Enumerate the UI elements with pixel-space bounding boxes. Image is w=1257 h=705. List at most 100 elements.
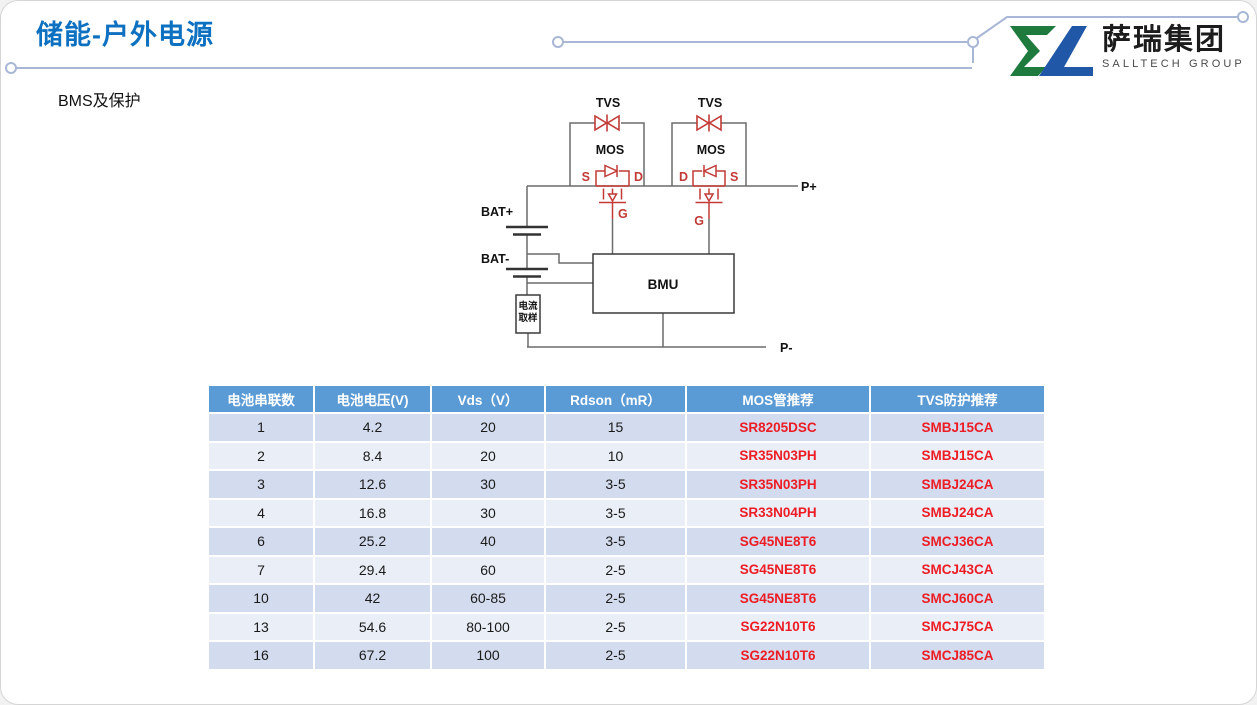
table-cell: 3 [209, 471, 313, 498]
section-subtitle: BMS及保护 [58, 93, 141, 110]
table-cell: 100 [432, 642, 544, 669]
table-cell: 15 [546, 414, 685, 441]
table-cell: 2-5 [546, 642, 685, 669]
p-minus-label: P- [780, 341, 793, 355]
mos-part-cell: SR35N03PH [687, 471, 869, 498]
mos-part-cell: SR35N03PH [687, 442, 869, 469]
table-cell: 10 [546, 442, 685, 469]
company-logo: 萨瑞集团 SALLTECH GROUP [1009, 25, 1245, 77]
table-row: 3 12.6 30 3-5 SR35N03PH SMBJ24CA [209, 471, 1044, 498]
logo-mark-icon [1010, 26, 1093, 76]
mos-part-cell: SG22N10T6 [687, 642, 869, 669]
logo-name-en: SALLTECH GROUP [1102, 58, 1245, 71]
table-cell: 60-85 [432, 585, 544, 612]
p-plus-label: P+ [801, 180, 817, 194]
logo-blue-bar [1056, 67, 1093, 76]
tvs-part-cell: SMBJ15CA [871, 414, 1044, 441]
tvs-part-cell: SMCJ75CA [871, 613, 1044, 640]
tvs-part-cell: SMCJ85CA [871, 642, 1044, 669]
d-pin-label: D [634, 170, 643, 184]
tvs-part-cell: SMBJ24CA [871, 471, 1044, 498]
mosfet-icon [595, 164, 726, 219]
table-cell: 60 [432, 556, 544, 583]
table-cell: 3-5 [546, 528, 685, 555]
table-cell: 54.6 [315, 613, 430, 640]
table-cell: 4.2 [315, 414, 430, 441]
mos-part-cell: SG22N10T6 [687, 613, 869, 640]
table-cell: 80-100 [432, 613, 544, 640]
table-row: 1 4.2 20 15 SR8205DSC SMBJ15CA [209, 414, 1044, 441]
tvs-label: TVS [596, 96, 620, 110]
table-cell: 16 [209, 642, 313, 669]
battery-symbol [506, 225, 548, 278]
mosfet-pin-labels: S D G D S G [582, 170, 739, 228]
s-pin-label: S [730, 170, 738, 184]
d-pin-label: D [679, 170, 688, 184]
table-cell: 25.2 [315, 528, 430, 555]
table-header-cell: Vds（V） [432, 386, 544, 412]
table-cell: 2-5 [546, 556, 685, 583]
page-title: 储能-户外电源 [36, 20, 214, 50]
table-cell: 3-5 [546, 471, 685, 498]
s-pin-label: S [582, 170, 590, 184]
table-header-row: 电池串联数 电池电压(V) Vds（V） Rdson（mR） MOS管推荐 TV… [209, 386, 1044, 412]
mos-part-cell: SG45NE8T6 [687, 528, 869, 555]
table-row: 13 54.6 80-100 2-5 SG22N10T6 SMCJ75CA [209, 613, 1044, 640]
current-sample-box [515, 294, 541, 334]
mos-part-cell: SG45NE8T6 [687, 556, 869, 583]
mos-part-cell: SR33N04PH [687, 499, 869, 526]
table-cell: 16.8 [315, 499, 430, 526]
table-row: 2 8.4 20 10 SR35N03PH SMBJ15CA [209, 442, 1044, 469]
table-cell: 67.2 [315, 642, 430, 669]
table-cell: 42 [315, 585, 430, 612]
table-cell: 2-5 [546, 613, 685, 640]
current-sample-label: 电流 [518, 300, 538, 312]
table-header-cell: TVS防护推荐 [871, 386, 1044, 412]
current-sample-label: 取样 [518, 312, 538, 324]
circuit-labels: TVS TVS MOS MOS BAT+ BAT- BMU P+ P- 电流 取… [481, 96, 817, 355]
table-cell: 20 [432, 442, 544, 469]
g-pin-label: G [694, 214, 704, 228]
logo-name-cn: 萨瑞集团 [1102, 24, 1227, 56]
table-cell: 8.4 [315, 442, 430, 469]
table-cell: 4 [209, 499, 313, 526]
table-cell: 6 [209, 528, 313, 555]
logo-blue-slash [1039, 26, 1087, 76]
table-header-cell: Rdson（mR） [546, 386, 685, 412]
table-cell: 13 [209, 613, 313, 640]
table-row: 16 67.2 100 2-5 SG22N10T6 SMCJ85CA [209, 642, 1044, 669]
tvs-part-cell: SMCJ43CA [871, 556, 1044, 583]
table-cell: 30 [432, 471, 544, 498]
table-cell: 12.6 [315, 471, 430, 498]
mos-label: MOS [697, 143, 725, 157]
bat-minus-label: BAT- [481, 252, 509, 266]
tvs-part-cell: SMBJ15CA [871, 442, 1044, 469]
table-header-cell: 电池电压(V) [315, 386, 430, 412]
table-row: 10 42 60-85 2-5 SG45NE8T6 SMCJ60CA [209, 585, 1044, 612]
table-header-cell: MOS管推荐 [687, 386, 869, 412]
table-cell: 3-5 [546, 499, 685, 526]
table-cell: 2 [209, 442, 313, 469]
table-cell: 20 [432, 414, 544, 441]
mos-part-cell: SR8205DSC [687, 414, 869, 441]
table-cell: 10 [209, 585, 313, 612]
logo-green-shape [1010, 26, 1056, 76]
table-cell: 29.4 [315, 556, 430, 583]
table-row: 4 16.8 30 3-5 SR33N04PH SMBJ24CA [209, 499, 1044, 526]
mos-label: MOS [596, 143, 624, 157]
tvs-part-cell: SMCJ60CA [871, 585, 1044, 612]
g-pin-label: G [618, 207, 628, 221]
bat-plus-label: BAT+ [481, 205, 513, 219]
table-row: 7 29.4 60 2-5 SG45NE8T6 SMCJ43CA [209, 556, 1044, 583]
mos-tvs-recommendation-table: 电池串联数 电池电压(V) Vds（V） Rdson（mR） MOS管推荐 TV… [207, 384, 1046, 671]
table-cell: 40 [432, 528, 544, 555]
circuit-wires [526, 122, 798, 348]
bmu-box [592, 253, 735, 314]
decorative-circuit-lines [5, 11, 1249, 74]
bms-circuit-diagram: TVS TVS MOS MOS BAT+ BAT- BMU P+ P- 电流 取… [481, 96, 817, 355]
table-cell: 1 [209, 414, 313, 441]
table-cell: 30 [432, 499, 544, 526]
tvs-part-cell: SMCJ36CA [871, 528, 1044, 555]
mos-part-cell: SG45NE8T6 [687, 585, 869, 612]
